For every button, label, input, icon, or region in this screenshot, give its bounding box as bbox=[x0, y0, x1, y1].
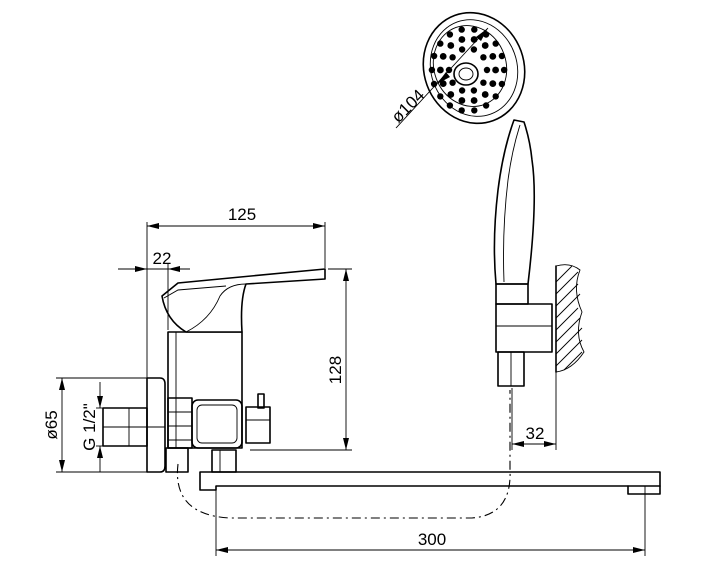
nozzle-dot bbox=[437, 66, 444, 74]
nozzle-dot bbox=[439, 53, 447, 60]
nozzle-dot bbox=[428, 66, 436, 74]
nozzle-dot bbox=[492, 66, 499, 74]
nozzle-dot bbox=[458, 87, 466, 94]
nozzle-dot bbox=[492, 93, 499, 100]
mixer-body bbox=[165, 331, 243, 473]
nozzle-dot bbox=[480, 54, 487, 61]
nozzle-dot bbox=[470, 46, 478, 53]
nozzle-dot bbox=[498, 80, 506, 88]
nozzle-dot bbox=[481, 91, 489, 98]
lever-handle bbox=[161, 268, 326, 333]
nozzle-dot bbox=[458, 97, 466, 104]
dim-overall-length: 300 bbox=[418, 530, 446, 549]
nozzle-dot bbox=[482, 102, 490, 109]
dim-body-height: 128 bbox=[326, 356, 345, 384]
shower-hose bbox=[176, 390, 511, 519]
nozzle-dot bbox=[447, 42, 455, 49]
nozzle-dot bbox=[458, 107, 465, 114]
nozzle-dot bbox=[447, 91, 455, 98]
spout bbox=[199, 471, 661, 495]
dim-showerhead-diameter: ø104 bbox=[388, 86, 429, 127]
nozzle-dot bbox=[449, 79, 456, 86]
nozzle-dot bbox=[500, 66, 508, 74]
nozzle-dots bbox=[428, 26, 508, 114]
nozzle-dot bbox=[439, 80, 447, 87]
nozzle-dot bbox=[458, 36, 466, 43]
nozzle-dot bbox=[458, 26, 465, 33]
nozzle-dot bbox=[470, 87, 478, 94]
nozzle-dot bbox=[437, 40, 444, 47]
nozzle-dot bbox=[430, 52, 438, 60]
dim-lever-offset: 22 bbox=[153, 249, 172, 268]
dimension-arrows bbox=[59, 28, 645, 553]
dim-thread-size: G 1/2" bbox=[80, 403, 99, 451]
nozzle-dot bbox=[449, 54, 456, 61]
nozzle-dot bbox=[492, 40, 499, 47]
nozzle-dot bbox=[489, 53, 497, 60]
nozzle-dot bbox=[481, 42, 489, 49]
hose-connector bbox=[495, 283, 553, 387]
wall-flange bbox=[102, 377, 166, 473]
nozzle-dot bbox=[498, 52, 506, 60]
dim-holder-offset: 32 bbox=[526, 424, 545, 443]
nozzle-dot bbox=[458, 46, 466, 53]
nozzle-dot bbox=[480, 79, 487, 86]
nozzle-dot bbox=[437, 93, 444, 100]
nozzle-dot bbox=[430, 80, 438, 88]
hand-shower bbox=[422, 11, 536, 285]
nozzle-dot bbox=[471, 107, 478, 114]
nozzle-dot bbox=[483, 66, 491, 74]
dim-spout-reach: 125 bbox=[228, 205, 256, 224]
nozzle-dot bbox=[470, 97, 478, 104]
nozzle-dot bbox=[489, 80, 497, 87]
dim-flange-diameter: ø65 bbox=[42, 410, 61, 439]
nozzle-dot bbox=[446, 102, 454, 109]
nozzle-dot bbox=[471, 26, 478, 33]
nozzle-dot bbox=[446, 31, 454, 38]
diverter-knob bbox=[245, 393, 271, 444]
wall-section bbox=[555, 264, 585, 373]
